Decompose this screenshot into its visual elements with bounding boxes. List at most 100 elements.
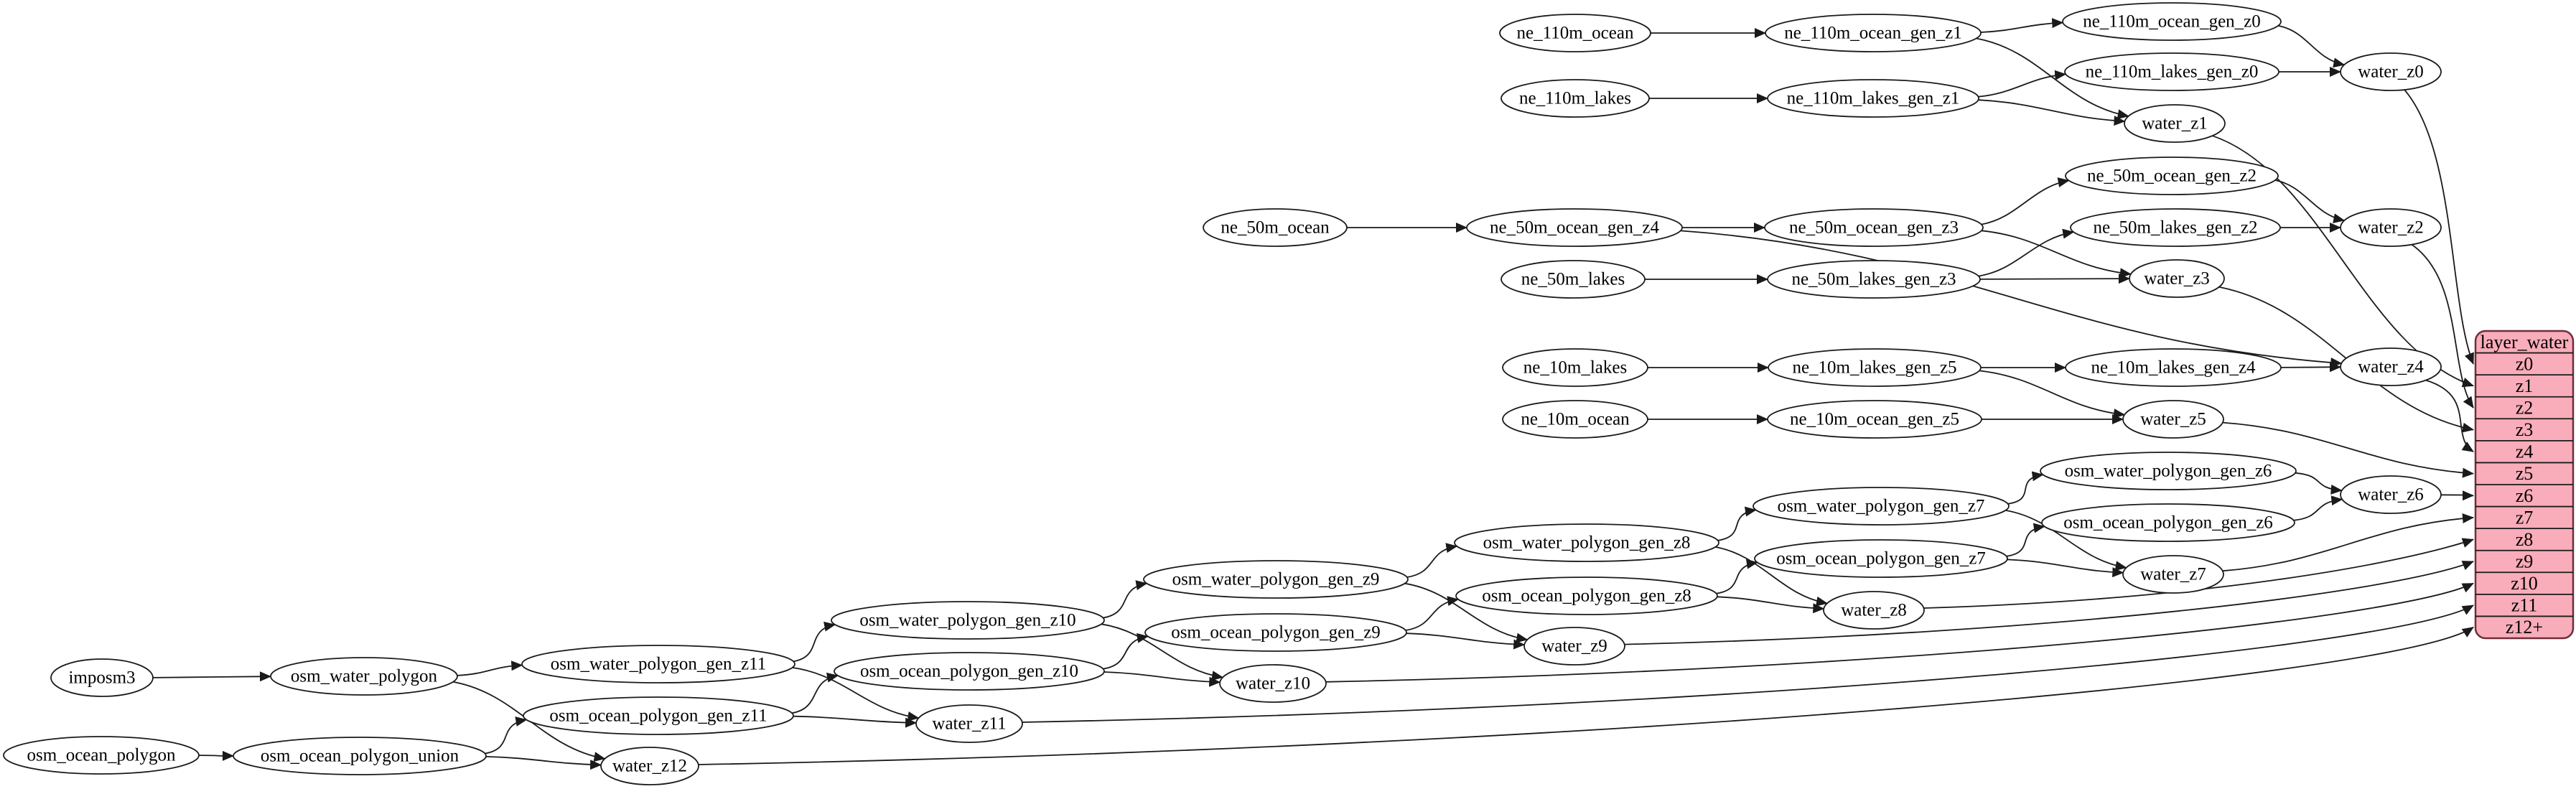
node-water_z8: water_z8 — [1823, 591, 1925, 630]
node-shape-ne_110m_lakes_gen_z1 — [1767, 79, 1979, 118]
edge-osm_water_polygon_gen_z7-to-osm_water_polygon_gen_z6 — [2007, 471, 2044, 505]
edge-ne_50m_ocean_gen_z3-to-ne_50m_ocean_gen_z2 — [1981, 177, 2070, 225]
edge-ne_50m_lakes_gen_z3-to-ne_50m_lakes_gen_z2 — [1978, 228, 2075, 277]
edge-osm_water_polygon_gen_z7-to-water_z7 — [2005, 510, 2127, 571]
node-shape-osm_ocean_polygon_gen_z9 — [1144, 613, 1407, 652]
edge-water_z9-to-layer_water-z9 — [1624, 561, 2474, 645]
node-ne_50m_ocean: ne_50m_ocean — [1203, 208, 1348, 247]
node-shape-ne_10m_lakes — [1502, 348, 1648, 387]
node-shape-ne_110m_lakes — [1501, 79, 1650, 118]
node-shape-ne_50m_ocean_gen_z3 — [1764, 208, 1984, 247]
node-shape-ne_10m_ocean_gen_z5 — [1767, 400, 1982, 439]
node-label-ne_50m_lakes: ne_50m_lakes — [1521, 270, 1625, 289]
node-label-ne_10m_lakes_gen_z5: ne_10m_lakes_gen_z5 — [1792, 358, 1956, 378]
node-label-water_z8: water_z8 — [1841, 601, 1907, 620]
node-label-water_z4: water_z4 — [2358, 358, 2424, 377]
edge-ne_50m_ocean_gen_z4-to-water_z4 — [1680, 230, 2343, 368]
edge-osm_water_polygon-to-osm_water_polygon_gen_z11 — [457, 660, 523, 676]
node-label-osm_water_polygon_gen_z7: osm_water_polygon_gen_z7 — [1778, 497, 1985, 516]
node-label-ne_50m_ocean: ne_50m_ocean — [1221, 218, 1330, 238]
node-shape-ne_50m_lakes_gen_z2 — [2070, 208, 2281, 247]
edge-water_z8-to-layer_water-z8 — [1923, 538, 2474, 609]
node-ne_10m_lakes_gen_z4: ne_10m_lakes_gen_z4 — [2065, 348, 2282, 387]
node-shape-ne_50m_ocean_gen_z4 — [1466, 208, 1683, 247]
node-shape-water_z12 — [600, 747, 699, 785]
edge-water_z7-to-layer_water-z7 — [2222, 513, 2474, 572]
edge-osm_ocean_polygon_gen_z9-to-water_z9 — [1406, 632, 1526, 650]
edge-osm_ocean_polygon_gen_z8-to-water_z8 — [1717, 596, 1825, 614]
node-label-ne_50m_ocean_gen_z2: ne_50m_ocean_gen_z2 — [2087, 167, 2257, 186]
node-label-ne_110m_ocean_gen_z0: ne_110m_ocean_gen_z0 — [2083, 12, 2261, 32]
node-water_z1: water_z1 — [2124, 104, 2226, 143]
node-ne_50m_ocean_gen_z3: ne_50m_ocean_gen_z3 — [1764, 208, 1984, 247]
node-label-ne_110m_ocean_gen_z1: ne_110m_ocean_gen_z1 — [1784, 24, 1962, 43]
node-ne_110m_lakes_gen_z1: ne_110m_lakes_gen_z1 — [1767, 79, 1979, 118]
node-shape-water_z3 — [2129, 259, 2225, 298]
edge-ne_110m_ocean_gen_z1-to-ne_110m_ocean_gen_z0 — [1980, 18, 2064, 33]
edge-osm_ocean_polygon_gen_z7-to-water_z7 — [2007, 559, 2124, 578]
edge-osm_ocean_polygon_gen_z10-to-water_z10 — [1103, 671, 1221, 687]
node-ne_50m_ocean_gen_z4: ne_50m_ocean_gen_z4 — [1466, 208, 1683, 247]
node-osm_ocean_polygon_gen_z8: osm_ocean_polygon_gen_z8 — [1455, 576, 1718, 615]
edge-ne_110m_lakes_gen_z1-to-water_z1 — [1978, 99, 2126, 126]
node-shape-ne_10m_lakes_gen_z5 — [1768, 348, 1982, 387]
edge-osm_water_polygon_gen_z11-to-osm_water_polygon_gen_z10 — [793, 621, 836, 663]
node-shape-osm_water_polygon_gen_z8 — [1454, 523, 1719, 562]
node-water_z5: water_z5 — [2122, 400, 2224, 439]
edge-water_z5-to-layer_water-z5 — [2222, 421, 2474, 478]
node-label-water_z1: water_z1 — [2142, 114, 2208, 134]
edge-osm_ocean_polygon_gen_z8-to-osm_ocean_polygon_gen_z7 — [1716, 559, 1758, 594]
node-label-osm_water_polygon_gen_z11: osm_water_polygon_gen_z11 — [551, 655, 766, 674]
record-row-z9: z9 — [2516, 551, 2534, 572]
edge-ne_10m_lakes_gen_z5-to-water_z5 — [1979, 370, 2126, 419]
edge-ne_110m_ocean_gen_z1-to-water_z1 — [1976, 37, 2129, 119]
node-label-ne_110m_ocean: ne_110m_ocean — [1517, 24, 1634, 43]
edge-ne_50m_ocean_gen_z3-to-water_z3 — [1981, 230, 2132, 279]
edge-water_z4-to-layer_water-z4 — [2425, 379, 2474, 452]
node-label-osm_water_polygon_gen_z10: osm_water_polygon_gen_z10 — [859, 611, 1075, 630]
node-shape-water_z4 — [2340, 347, 2442, 386]
node-osm_ocean_polygon_gen_z7: osm_ocean_polygon_gen_z7 — [1754, 539, 2008, 578]
node-shape-osm_ocean_polygon_gen_z6 — [2041, 503, 2295, 542]
edge-osm_water_polygon_gen_z10-to-osm_water_polygon_gen_z9 — [1103, 580, 1148, 619]
node-shape-imposm3 — [50, 658, 154, 697]
node-label-ne_10m_ocean: ne_10m_ocean — [1521, 410, 1630, 429]
node-water_z7: water_z7 — [2122, 555, 2224, 594]
edge-ne_50m_ocean_gen_z2-to-water_z2 — [2274, 179, 2346, 224]
node-shape-ne_10m_ocean — [1502, 400, 1648, 439]
node-label-water_z10: water_z10 — [1236, 674, 1310, 694]
node-label-water_z9: water_z9 — [1541, 637, 1607, 656]
node-ne_110m_ocean: ne_110m_ocean — [1499, 14, 1651, 52]
node-shape-osm_water_polygon — [270, 657, 458, 696]
edge-osm_ocean_polygon_union-to-water_z12 — [485, 756, 602, 770]
record-title: layer_water — [2481, 332, 2569, 353]
node-shape-ne_10m_lakes_gen_z4 — [2065, 348, 2282, 387]
node-shape-ne_50m_lakes_gen_z3 — [1767, 260, 1981, 299]
node-label-osm_water_polygon_gen_z6: osm_water_polygon_gen_z6 — [2065, 462, 2272, 481]
edge-ne_10m_lakes_gen_z4-to-water_z4 — [2280, 362, 2341, 373]
edge-ne_110m_ocean_gen_z0-to-water_z0 — [2277, 24, 2346, 68]
node-water_z3: water_z3 — [2129, 259, 2225, 298]
node-label-osm_ocean_polygon: osm_ocean_polygon — [27, 746, 176, 765]
node-shape-osm_ocean_polygon_gen_z11 — [523, 696, 794, 735]
node-label-osm_water_polygon_gen_z8: osm_water_polygon_gen_z8 — [1483, 533, 1691, 553]
edge-osm_water_polygon_gen_z10-to-water_z10 — [1101, 623, 1224, 681]
node-ne_110m_lakes_gen_z0: ne_110m_lakes_gen_z0 — [2064, 52, 2279, 91]
record-row-z10: z10 — [2511, 573, 2538, 594]
node-label-osm_water_polygon_gen_z9: osm_water_polygon_gen_z9 — [1172, 570, 1380, 589]
record-row-z4: z4 — [2516, 442, 2534, 462]
node-label-ne_10m_lakes: ne_10m_lakes — [1523, 358, 1627, 378]
node-ne_110m_lakes: ne_110m_lakes — [1501, 79, 1650, 118]
node-label-osm_ocean_polygon_gen_z6: osm_ocean_polygon_gen_z6 — [2063, 513, 2273, 533]
node-label-ne_50m_lakes_gen_z3: ne_50m_lakes_gen_z3 — [1791, 270, 1956, 289]
edge-water_z12-to-layer_water-z12+ — [698, 626, 2474, 765]
node-label-osm_ocean_polygon_gen_z7: osm_ocean_polygon_gen_z7 — [1776, 549, 1986, 569]
edge-osm_ocean_polygon_gen_z7-to-osm_ocean_polygon_gen_z6 — [2006, 523, 2045, 557]
node-shape-ne_110m_ocean_gen_z1 — [1765, 14, 1982, 52]
node-osm_ocean_polygon_gen_z11: osm_ocean_polygon_gen_z11 — [523, 696, 794, 735]
edge-osm_ocean_polygon_union-to-osm_ocean_polygon_gen_z11 — [485, 716, 528, 755]
node-label-ne_110m_lakes_gen_z1: ne_110m_lakes_gen_z1 — [1787, 89, 1960, 108]
node-shape-osm_ocean_polygon_gen_z10 — [834, 652, 1105, 691]
node-label-ne_50m_lakes_gen_z2: ne_50m_lakes_gen_z2 — [2093, 218, 2257, 238]
